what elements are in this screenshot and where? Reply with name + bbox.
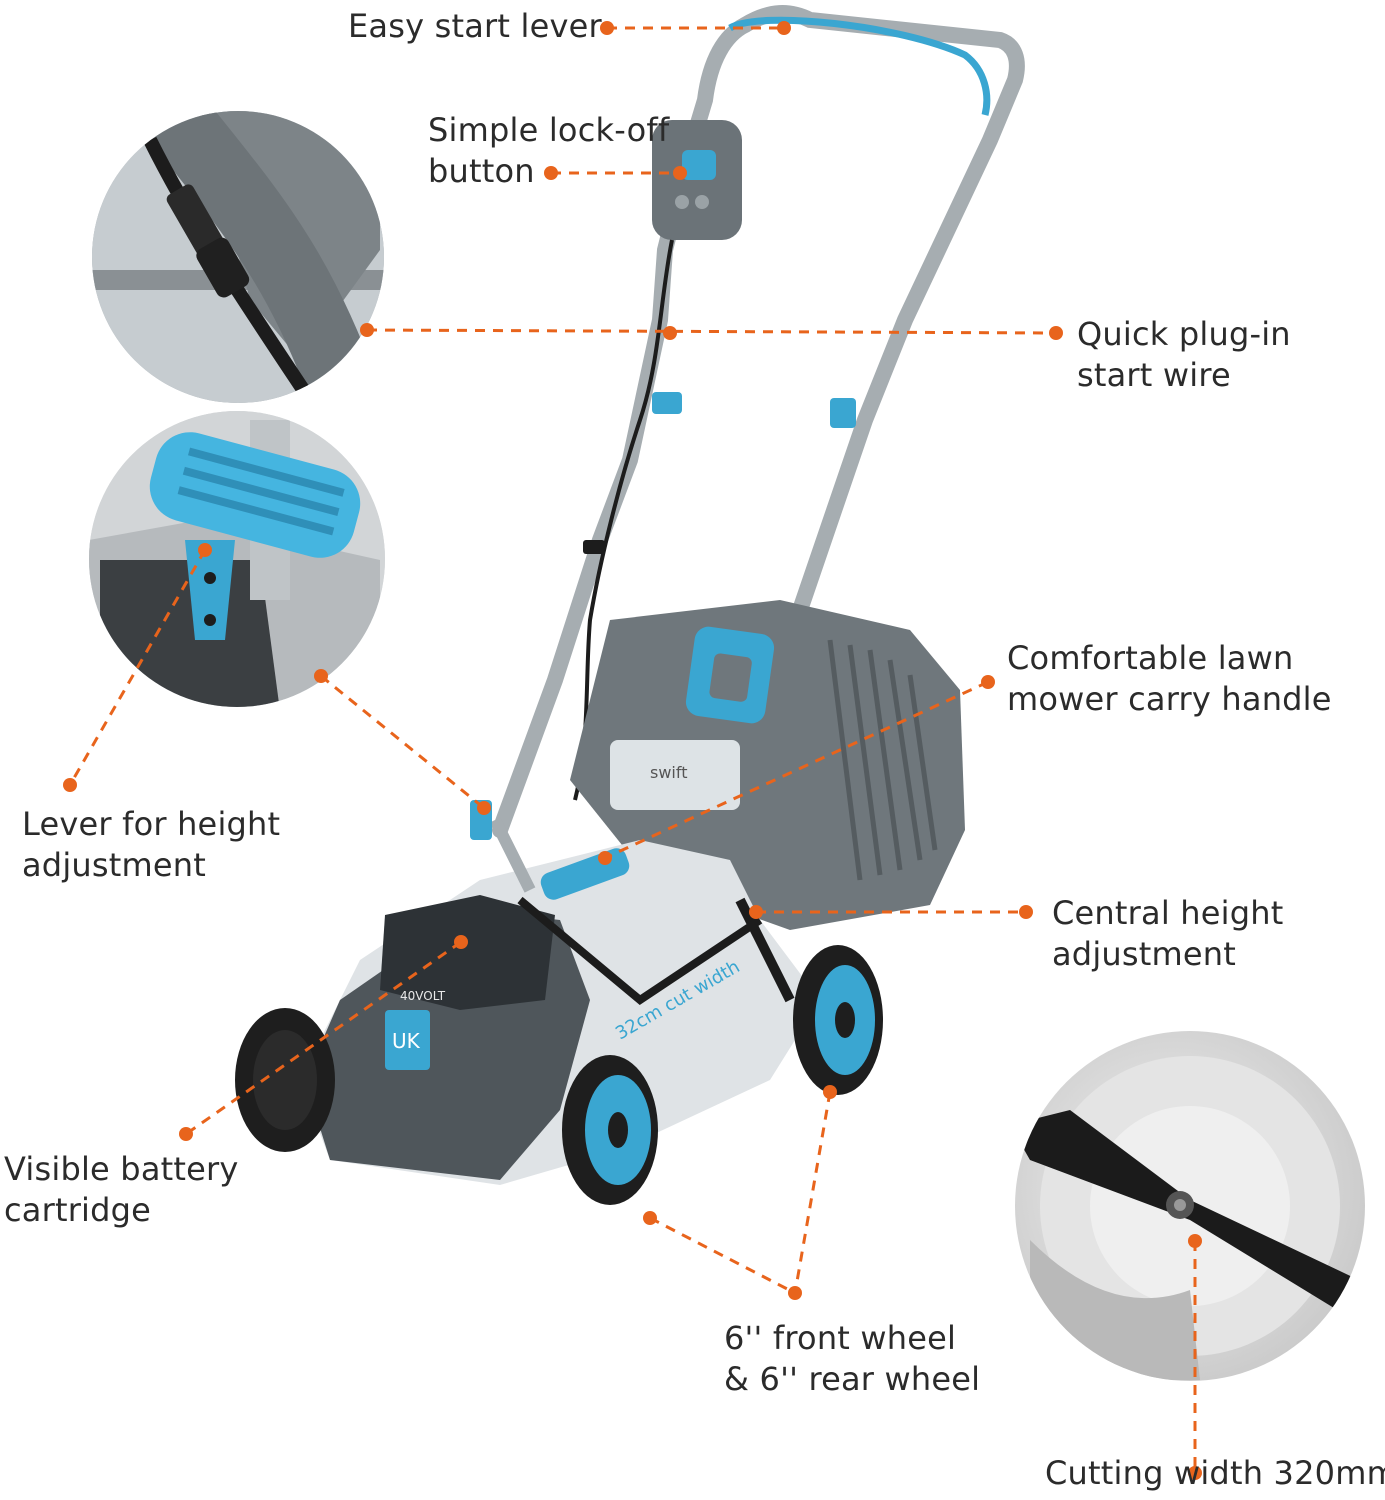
callout-easy-start-lever: Easy start lever <box>348 6 602 47</box>
callout-cutting-width: Cutting width 320mm <box>1045 1453 1385 1494</box>
callout-height-lever: Lever for height adjustment <box>22 804 280 886</box>
callout-carry-handle-line2: mower carry handle <box>1007 680 1332 718</box>
blade-detail-circle <box>1015 1031 1365 1381</box>
lawn-mower: swift 40VOLT UK 32cm cut width <box>235 5 1025 1205</box>
callout-lock-off-button: Simple lock-off button <box>428 110 669 192</box>
callout-carry-handle-line1: Comfortable lawn <box>1007 639 1294 677</box>
callout-plug-in-line1: Quick plug-in <box>1077 315 1291 353</box>
battery-badge-mark: UK <box>392 1029 421 1053</box>
callout-plug-in-line2: start wire <box>1077 356 1231 394</box>
callout-central-height-line2: adjustment <box>1052 935 1236 973</box>
callout-carry-handle: Comfortable lawn mower carry handle <box>1007 638 1332 720</box>
callout-cutting-width-line1: Cutting width 320mm <box>1045 1454 1385 1492</box>
callout-dots <box>63 21 1202 1480</box>
battery-voltage-mark: 40VOLT <box>400 989 446 1003</box>
callout-plug-in-wire: Quick plug-in start wire <box>1077 314 1291 396</box>
callout-battery-line2: cartridge <box>4 1191 152 1229</box>
front-wheel-left <box>235 1008 335 1152</box>
callout-battery: Visible battery cartridge <box>4 1149 239 1231</box>
front-wheel-right <box>562 1055 658 1205</box>
callout-wheels: 6'' front wheel & 6'' rear wheel <box>724 1318 980 1400</box>
rear-wheel-right <box>793 945 883 1095</box>
callout-lines <box>68 26 1197 1473</box>
callout-easy-start-line1: Easy start lever <box>348 7 602 45</box>
callout-wheels-line2: & 6'' rear wheel <box>724 1360 981 1398</box>
callout-battery-line1: Visible battery <box>4 1150 239 1188</box>
callout-central-height-line1: Central height <box>1052 894 1284 932</box>
brand-mark: swift <box>650 763 688 782</box>
callout-wheels-line1: 6'' front wheel <box>724 1319 957 1357</box>
callout-height-lever-line1: Lever for height <box>22 805 281 843</box>
callout-central-height: Central height adjustment <box>1052 893 1284 975</box>
callout-height-lever-line2: adjustment <box>22 846 206 884</box>
height-lever-detail-circle <box>89 411 385 707</box>
callout-lock-off-line1: Simple lock-off <box>428 111 670 149</box>
callout-lock-off-line2: button <box>428 152 535 190</box>
plug-wire-detail-circle <box>92 111 384 403</box>
